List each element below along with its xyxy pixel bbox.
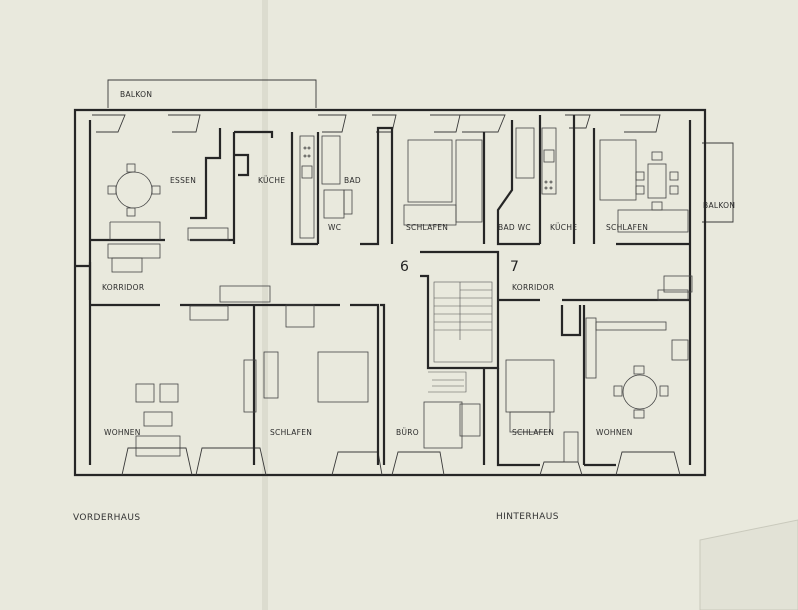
room-label-schlafen-bottom-right: SCHLAFEN <box>512 428 554 437</box>
room-label-wohnen-left: WOHNEN <box>104 428 141 437</box>
room-label-wc-left: WC <box>328 223 341 232</box>
room-label-buero: BÜRO <box>396 428 419 437</box>
bottom-window-reveals <box>121 447 681 476</box>
room-label-korridor-right: KORRIDOR <box>512 283 554 292</box>
kitchen-fixtures-left <box>299 135 353 239</box>
room-labels: BALKON ESSEN KÜCHE BAD WC SCHLAFEN BAD W… <box>102 90 735 437</box>
bedroom-furniture <box>189 139 693 463</box>
outer-wall <box>73 108 707 477</box>
dining-table-left <box>107 163 161 240</box>
room-label-balkon-right: BALKON <box>703 201 735 210</box>
kitchen-fixtures-right <box>515 127 557 195</box>
caption-vorderhaus: VORDERHAUS <box>73 513 140 523</box>
caption-hinterhaus: HINTERHAUS <box>496 512 559 522</box>
room-label-balkon: BALKON <box>120 90 152 99</box>
room-label-korridor-left: KORRIDOR <box>102 283 144 292</box>
balcony-right-outline <box>702 142 734 223</box>
room-label-bad-left: BAD <box>344 176 361 185</box>
unit-number-6: 6 <box>400 259 409 275</box>
unit-number-7: 7 <box>510 259 519 275</box>
living-room-furniture <box>107 227 229 457</box>
balcony-left-outline <box>107 79 317 108</box>
room-label-kueche-right: KÜCHE <box>550 223 577 232</box>
room-label-bad-wc-right: BAD WC <box>498 223 531 232</box>
room-label-kueche-left: KÜCHE <box>258 176 285 185</box>
top-window-reveals <box>92 114 661 133</box>
room-label-schlafen-top-mid: SCHLAFEN <box>406 223 448 232</box>
room-label-schlafen-top-right: SCHLAFEN <box>606 223 648 232</box>
staircase <box>428 281 493 393</box>
paper-corner-edge <box>699 519 798 610</box>
room-label-wohnen-right: WOHNEN <box>596 428 633 437</box>
room-label-essen: ESSEN <box>170 176 196 185</box>
room-label-schlafen-bottom-left: SCHLAFEN <box>270 428 312 437</box>
